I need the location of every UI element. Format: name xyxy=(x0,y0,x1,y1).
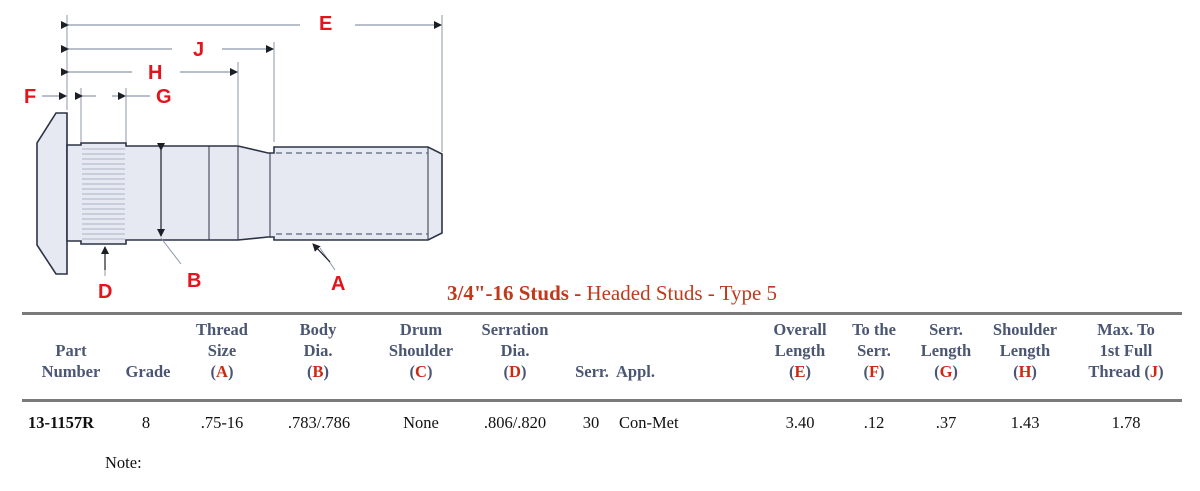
cell-drum-shoulder: None xyxy=(403,413,439,432)
dim-label-a: A xyxy=(331,273,346,295)
header-serr-length: Serr. Length (G) xyxy=(920,320,972,381)
cell-max-to-first-full-thread: 1.78 xyxy=(1111,413,1141,432)
title-bold: 3/4"-16 Studs - xyxy=(447,281,587,305)
cell-body-dia: .783/.786 xyxy=(287,413,351,432)
cell-serr: 30 xyxy=(582,413,600,432)
cell-part-number: 13-1157R xyxy=(28,413,94,432)
cell-serr-length: .37 xyxy=(935,413,957,432)
cell-serration-dia: .806/.820 xyxy=(483,413,547,432)
dim-label-b: B xyxy=(187,270,202,292)
header-body-dia: Body Dia. (B) xyxy=(299,320,337,381)
dim-label-h: H xyxy=(148,62,163,84)
dim-label-d: D xyxy=(98,281,113,303)
header-thread-size: Thread Size (A) xyxy=(196,320,248,381)
header-drum-shoulder: Drum Shoulder (C) xyxy=(388,320,454,381)
header-grade: Grade xyxy=(125,362,171,381)
note-label: Note: xyxy=(105,453,142,472)
title-regular: Headed Studs - Type 5 xyxy=(586,281,778,305)
header-shoulder-length: Shoulder Length (H) xyxy=(992,320,1058,381)
header-part-number: Part Number xyxy=(41,341,101,381)
dim-label-f: F xyxy=(24,86,37,108)
table-top-rule xyxy=(22,312,1182,315)
table-title: 3/4"-16 Studs - Headed Studs - Type 5 xyxy=(447,281,777,306)
table-header-rule xyxy=(22,399,1182,402)
cell-grade: 8 xyxy=(141,413,151,432)
cell-to-the-serr: .12 xyxy=(863,413,885,432)
header-serration-dia: Serration Dia. (D) xyxy=(481,320,549,381)
cell-appl: Con-Met xyxy=(619,413,679,432)
dim-label-e: E xyxy=(319,13,333,35)
cell-shoulder-length: 1.43 xyxy=(1010,413,1040,432)
dim-label-j: J xyxy=(193,39,205,61)
header-overall-length: Overall Length (E) xyxy=(773,320,827,381)
header-to-the-serr: To the Serr. (F) xyxy=(852,320,896,381)
cell-thread-size: .75-16 xyxy=(200,413,244,432)
stud-diagram xyxy=(36,15,443,276)
dim-label-g: G xyxy=(156,86,172,108)
header-max-to-first-full-thread: Max. To 1st Full Thread (J) xyxy=(1088,320,1164,381)
header-serr: Serr. xyxy=(575,362,609,381)
header-appl: Appl. xyxy=(616,362,655,381)
cell-overall-length: 3.40 xyxy=(785,413,815,432)
